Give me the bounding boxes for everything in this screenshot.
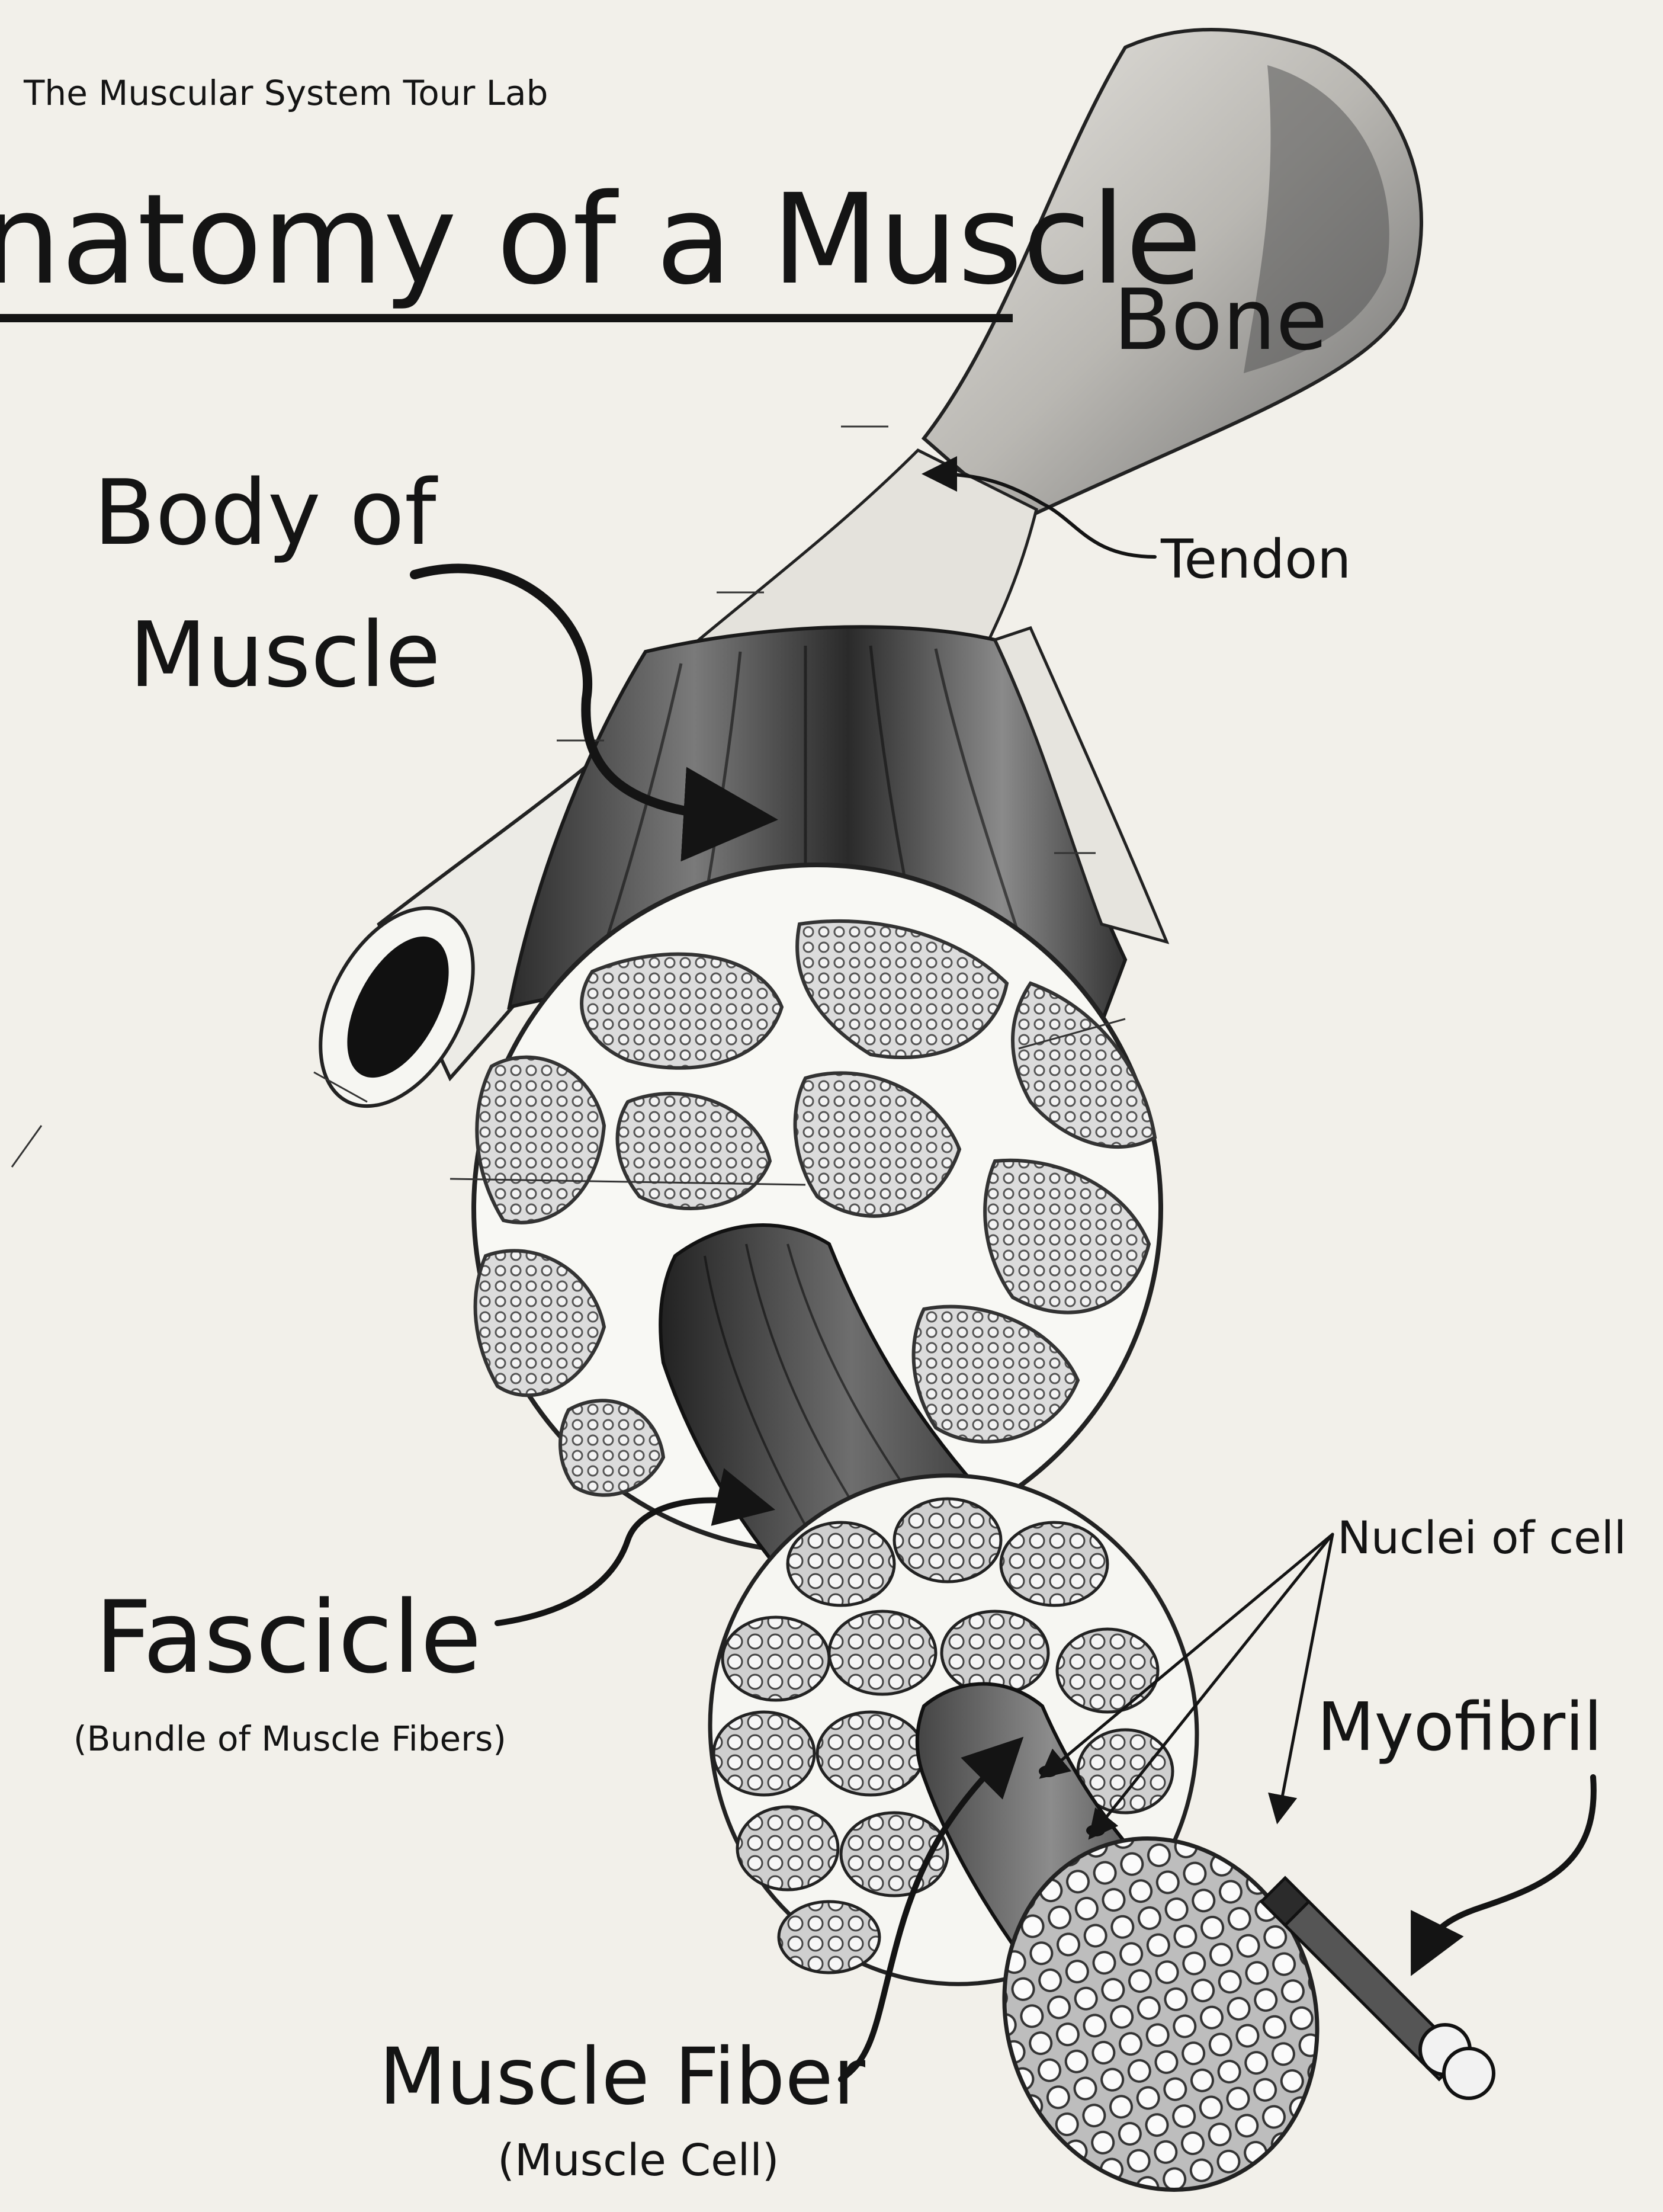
myofibril-arrow [1421,1777,1594,1955]
nuclei-arrow-3 [1279,1534,1333,1813]
title-underline [0,314,1013,322]
page-title: natomy of a Muscle [0,178,1202,302]
muscle-fiber-label: Muscle Fiber [379,2038,865,2116]
myofibril-label: Myofibril [1317,1694,1602,1761]
nuclei-label: Nuclei of cell [1337,1515,1626,1560]
fascicle-sublabel: (Bundle of Muscle Fibers) [73,1721,506,1756]
body-of-muscle-label-line2: Muscle [129,610,441,700]
muscle-fiber-sublabel: (Muscle Cell) [497,2139,779,2182]
tendon-label: Tendon [1161,533,1351,586]
body-of-muscle-label-line1: Body of [94,468,436,558]
bone-label: Bone [1113,278,1328,363]
fascicle-label: Fascicle [95,1588,481,1687]
header-text: The Muscular System Tour Lab [24,76,548,110]
